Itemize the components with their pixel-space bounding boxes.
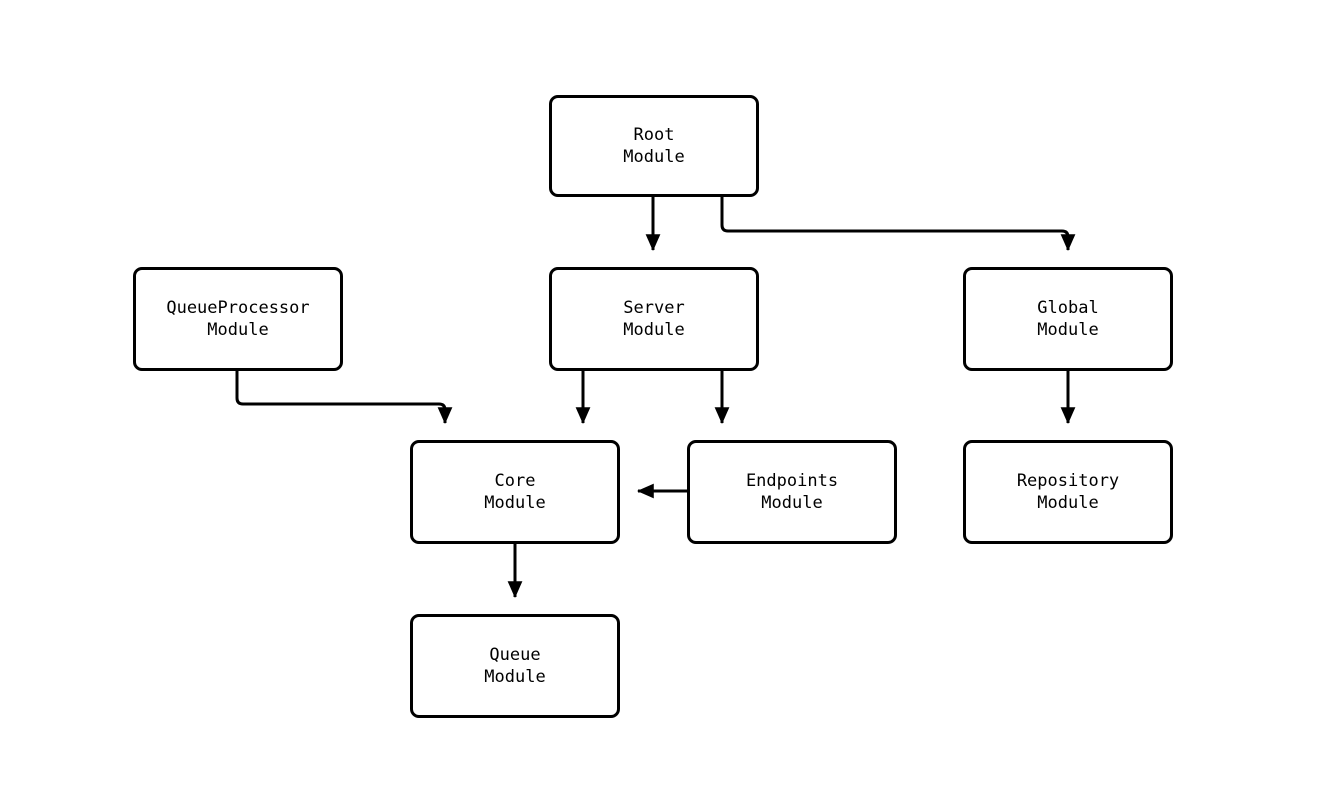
node-queue-label-line1: Queue (489, 645, 541, 665)
node-global-label-line1: Global (1037, 298, 1099, 318)
edge-queueprocessor-core (235, 371, 453, 425)
node-endpoints-label-line1: Endpoints (745, 471, 839, 491)
node-core-label-line2: Module (484, 493, 546, 513)
node-server-label-line2: Module (623, 320, 685, 340)
node-root[interactable]: Root Module (549, 95, 759, 197)
node-global[interactable]: Global Module (963, 267, 1173, 371)
node-endpoints-label-line2: Module (761, 493, 823, 513)
edge-root-global (720, 197, 1076, 252)
node-repository[interactable]: Repository Module (963, 440, 1173, 544)
node-queueprocessor-label-line2: Module (207, 320, 269, 340)
node-repository-label-line1: Repository (1016, 471, 1120, 491)
node-server-label-line1: Server (623, 298, 685, 318)
node-core-label-line1: Core (494, 471, 536, 491)
node-repository-label-line2: Module (1037, 493, 1099, 513)
node-queueprocessor-label-line1: QueueProcessor (166, 298, 310, 318)
node-queue[interactable]: Queue Module (410, 614, 620, 718)
node-root-label-line2: Module (623, 147, 685, 167)
node-queue-label-line2: Module (484, 667, 546, 687)
node-global-label-line2: Module (1037, 320, 1099, 340)
node-endpoints[interactable]: Endpoints Module (687, 440, 897, 544)
node-root-label-line1: Root (633, 125, 675, 145)
node-server[interactable]: Server Module (549, 267, 759, 371)
node-core[interactable]: Core Module (410, 440, 620, 544)
node-queueprocessor[interactable]: QueueProcessor Module (133, 267, 343, 371)
